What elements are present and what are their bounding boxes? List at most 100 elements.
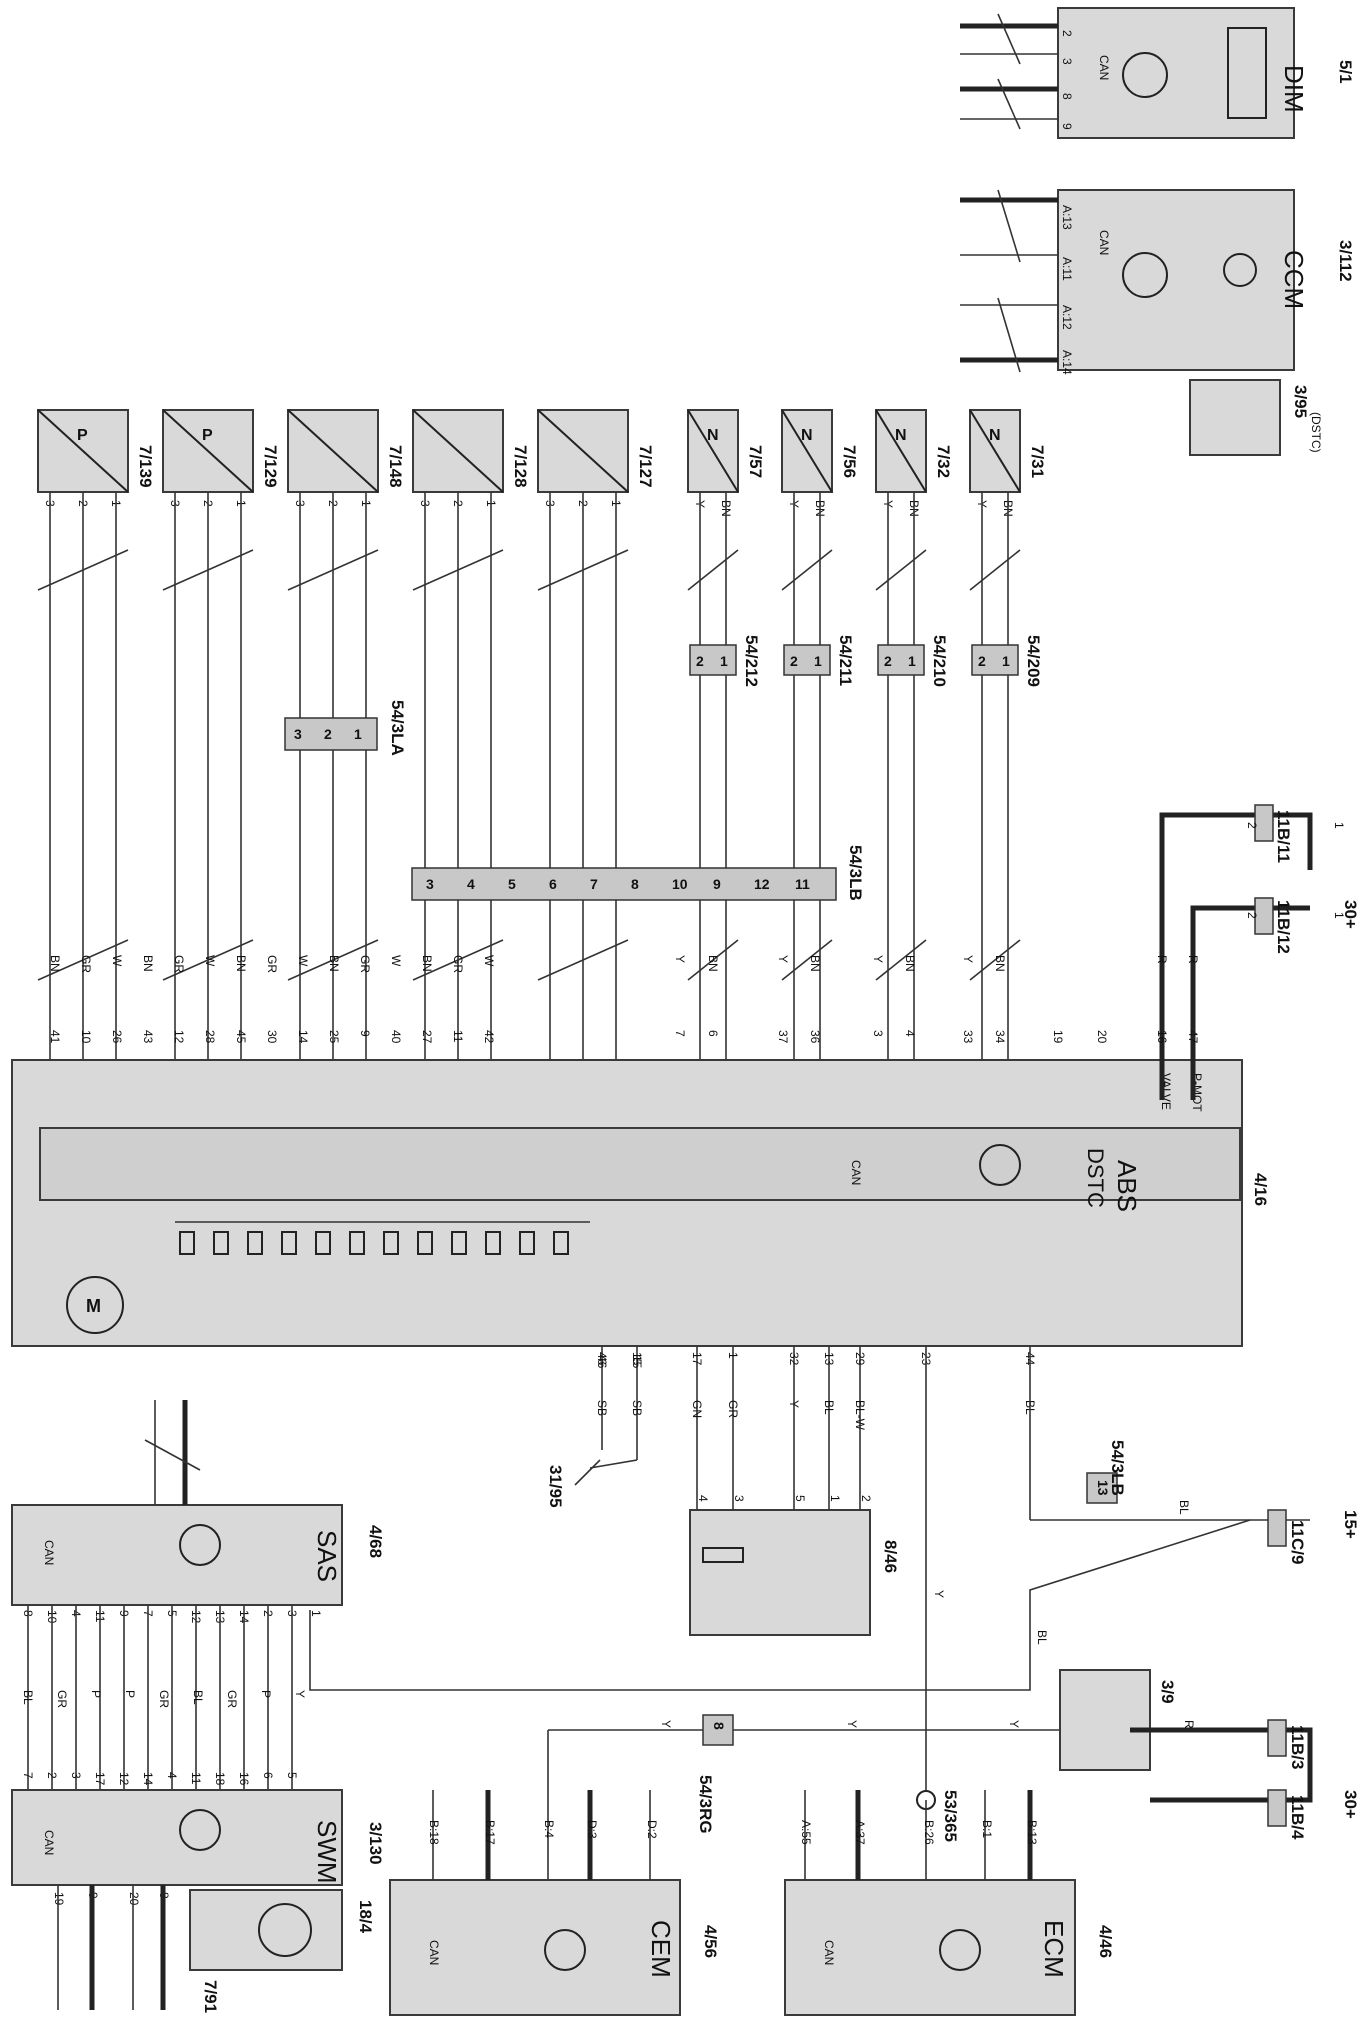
pin-label: 34 bbox=[993, 1030, 1007, 1044]
solenoid-valve-icon bbox=[213, 1231, 229, 1255]
motor-label: M bbox=[86, 1296, 101, 1316]
pin-label: 16 bbox=[237, 1772, 251, 1786]
switch-3-95: 3/95 (DSTC) bbox=[1189, 379, 1323, 456]
wire-color: R bbox=[1155, 955, 1169, 964]
pin-label: 10 bbox=[79, 1030, 93, 1044]
dim-pins: 2 3 8 9 bbox=[1060, 30, 1074, 130]
connector-pin: 6 bbox=[549, 876, 557, 892]
can-bus-junction: 53/365 8 54/3RG Y Y Y Y bbox=[547, 1346, 1060, 1880]
wire-color: BL-W bbox=[853, 1400, 867, 1431]
pin-label: 25 bbox=[327, 1030, 341, 1044]
pin-label: 26 bbox=[110, 1030, 124, 1044]
pin-label: 19 bbox=[52, 1892, 66, 1906]
sensor-glyph: N bbox=[707, 427, 719, 444]
wire-color: GR bbox=[79, 955, 93, 973]
pin-label: A:14 bbox=[1060, 350, 1074, 375]
wire-color: BN bbox=[808, 955, 822, 972]
pin-label: 3 bbox=[871, 1030, 885, 1037]
pin-label: 12 bbox=[172, 1030, 186, 1044]
wire-color: R bbox=[1182, 1720, 1196, 1729]
sensor-glyph: N bbox=[895, 427, 907, 444]
ccm-module: CCM 3/112 CAN A:13 A:11 A:12 A:14 bbox=[960, 189, 1355, 375]
pin-label: 15 bbox=[630, 1355, 644, 1369]
pin-label: 42 bbox=[482, 1030, 496, 1044]
solenoid-valve-icon bbox=[315, 1231, 331, 1255]
resistor-icon bbox=[702, 1547, 744, 1563]
connector-ref: 54/211 bbox=[836, 635, 855, 686]
can-node-icon bbox=[179, 1809, 221, 1851]
connector-pin: 2 bbox=[790, 653, 798, 669]
pin-label: 47 bbox=[1186, 1030, 1200, 1044]
sensor-ref: 7/128 bbox=[511, 445, 530, 488]
swm-label: SWM bbox=[312, 1820, 342, 1884]
connector-pin: 2 bbox=[324, 726, 332, 742]
wire-color: BL bbox=[191, 1690, 205, 1705]
pin-label: 8 bbox=[1060, 93, 1074, 100]
pin-label: 13 bbox=[822, 1352, 836, 1366]
sas-module: SAS 4/68 CAN bbox=[11, 1400, 385, 1606]
wire-color: Y bbox=[673, 955, 687, 963]
solenoid-valve-icon bbox=[281, 1231, 297, 1255]
ecm-can-label: CAN bbox=[822, 1940, 836, 1965]
wire-color: SB bbox=[630, 1400, 644, 1416]
pin-label: 1 bbox=[1332, 822, 1346, 829]
pin-label: 2 bbox=[45, 1772, 59, 1779]
pin-label: B:4 bbox=[542, 1820, 556, 1838]
abs-top-pins: 41BN10GR26W43BN12GR28W45BN30GR14W25BN9GR… bbox=[48, 955, 1200, 1044]
connector-pin: 5 bbox=[508, 876, 516, 892]
pin-label: 27 bbox=[420, 1030, 434, 1044]
switch-note: (DSTC) bbox=[1309, 412, 1323, 453]
pin-label: 2 bbox=[1060, 30, 1074, 37]
pin-label: 12 bbox=[117, 1772, 131, 1786]
sensor-ref: 7/139 bbox=[136, 445, 155, 488]
wire-color: W bbox=[482, 955, 496, 967]
wire-color: BN bbox=[420, 955, 434, 972]
wire-color: Y bbox=[1007, 1720, 1021, 1728]
pin-label: 7 bbox=[21, 1772, 35, 1779]
connector-pin: 3 bbox=[294, 726, 302, 742]
pin-label: 4 bbox=[696, 1495, 710, 1502]
pin-label: 45 bbox=[234, 1030, 248, 1044]
can-node-icon bbox=[1122, 252, 1168, 298]
wire-color: P bbox=[89, 1690, 103, 1698]
pin-label: 19 bbox=[1051, 1030, 1065, 1044]
pin-label: 7 bbox=[673, 1030, 687, 1037]
cem-ref: 4/56 bbox=[701, 1925, 720, 1958]
connector-pin: 2 bbox=[696, 653, 704, 669]
valve-array bbox=[175, 1221, 590, 1255]
pin-label: 30 bbox=[265, 1030, 279, 1044]
supply-label: 30+ bbox=[1341, 1790, 1360, 1819]
wire-color: BN bbox=[706, 955, 720, 972]
pin-label: 37 bbox=[776, 1030, 790, 1044]
pin-label: B:13 bbox=[1025, 1820, 1039, 1845]
wire-color: Y bbox=[845, 1720, 859, 1728]
connector-pin: 9 bbox=[713, 876, 721, 892]
pin-label: 2 bbox=[1245, 912, 1259, 919]
wire-color: BN bbox=[903, 955, 917, 972]
sensor-ref: 7/32 bbox=[934, 445, 953, 478]
sensor-glyph: P bbox=[77, 427, 88, 444]
pin-label: 1 bbox=[1332, 912, 1346, 919]
pin-label: 17 bbox=[690, 1352, 704, 1366]
pin-label: A:11 bbox=[1060, 257, 1074, 281]
ground-ref: 31/95 bbox=[546, 1465, 565, 1508]
pin-label: 11 bbox=[189, 1772, 203, 1785]
fuse-11b-12: 11B/12 2 1 30+ bbox=[1190, 897, 1360, 1100]
pin-label: 20 bbox=[1095, 1030, 1109, 1044]
connector-pin: 1 bbox=[814, 653, 822, 669]
cem-module: CEM 4/56 CAN bbox=[389, 1790, 720, 2016]
solenoid-valve-icon bbox=[519, 1231, 535, 1255]
pin-label: 4 bbox=[903, 1030, 917, 1037]
connector-pin: 8 bbox=[631, 876, 639, 892]
pin-label: B:1 bbox=[980, 1820, 994, 1838]
pin-label: 3 bbox=[69, 1772, 83, 1779]
pin-label: A:37 bbox=[853, 1820, 867, 1845]
solenoid-valve-icon bbox=[383, 1231, 399, 1255]
pin-label: B:26 bbox=[922, 1820, 936, 1845]
